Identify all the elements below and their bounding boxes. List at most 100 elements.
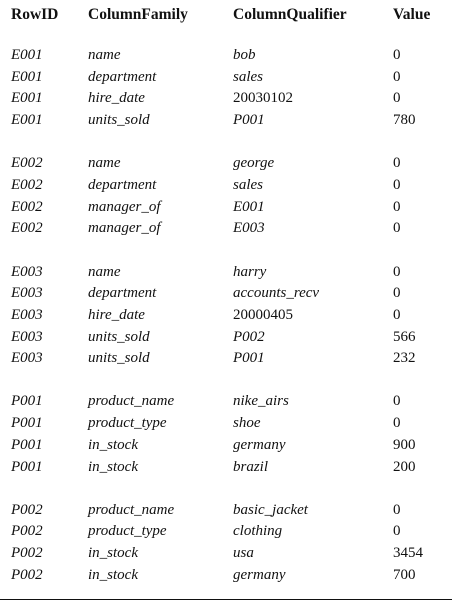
cell-value: 232 — [393, 350, 416, 367]
cell-columnqualifier: basic_jacket — [233, 501, 308, 518]
cell-columnqualifier: accounts_recv — [233, 285, 320, 302]
cell-columnqualifier: clothing — [233, 523, 283, 540]
cell-rowid: E001 — [11, 112, 43, 129]
cell-columnfamily: department — [88, 285, 157, 302]
cell-columnfamily: name — [88, 155, 121, 172]
cell-columnfamily: manager_of — [88, 198, 161, 215]
cell-value: 0 — [393, 90, 401, 107]
cell-value: 0 — [393, 393, 401, 410]
cell-value: 0 — [393, 47, 401, 63]
cell-value: 0 — [393, 176, 401, 193]
cell-rowid: E003 — [11, 306, 43, 323]
cell-value: 700 — [393, 566, 416, 583]
cell-rowid: P001 — [11, 436, 43, 453]
cell-columnfamily: department — [88, 176, 157, 193]
cell-columnqualifier: sales — [233, 68, 263, 85]
cell-rowid: E003 — [11, 285, 43, 302]
table-row: E002 name george 0 — [0, 153, 452, 175]
cell-columnfamily: in_stock — [88, 566, 138, 583]
table-row: E003 name harry 0 — [0, 262, 452, 284]
table-row: P001 product_type shoe 0 — [0, 413, 452, 435]
cell-columnqualifier: germany — [233, 566, 286, 583]
cell-rowid: P001 — [11, 415, 43, 432]
cell-columnfamily: units_sold — [88, 350, 150, 367]
cell-columnqualifier: P001 — [233, 112, 265, 129]
cell-columnfamily: name — [88, 263, 121, 280]
cell-value: 0 — [393, 415, 401, 432]
cell-rowid: E002 — [11, 155, 43, 172]
table-row: E001 department sales 0 — [0, 67, 452, 89]
cell-value: 0 — [393, 198, 401, 215]
cell-rowid: P001 — [11, 458, 43, 475]
cell-rowid: E001 — [11, 90, 43, 107]
header-rowid: RowID — [11, 6, 59, 23]
cell-columnqualifier: germany — [233, 436, 286, 453]
cell-columnfamily: department — [88, 68, 157, 85]
cell-columnfamily: hire_date — [88, 306, 145, 323]
table-header: RowID ColumnFamily ColumnQualifier Value — [0, 6, 452, 26]
table-row: P001 in_stock germany 900 — [0, 435, 452, 457]
cell-columnqualifier: harry — [233, 263, 267, 280]
header-columnqualifier: ColumnQualifier — [233, 6, 347, 23]
cell-value: 0 — [393, 306, 401, 323]
cell-columnqualifier: shoe — [233, 415, 261, 432]
cell-rowid: P002 — [11, 566, 43, 583]
cell-value: 900 — [393, 436, 416, 453]
cell-columnqualifier: 20030102 — [233, 90, 293, 107]
cell-value: 0 — [393, 220, 401, 237]
cell-columnfamily: units_sold — [88, 112, 150, 129]
cell-columnqualifier: george — [233, 155, 275, 172]
header-value: Value — [393, 6, 431, 23]
cell-value: 0 — [393, 263, 401, 280]
cell-rowid: P002 — [11, 501, 43, 518]
cell-rowid: E001 — [11, 47, 43, 63]
cell-value: 780 — [393, 112, 416, 129]
cell-value: 0 — [393, 523, 401, 540]
cell-columnqualifier: P002 — [233, 328, 265, 345]
cell-rowid: E003 — [11, 263, 43, 280]
cell-value: 0 — [393, 68, 401, 85]
cell-columnqualifier: E003 — [233, 220, 265, 237]
cell-rowid: E002 — [11, 198, 43, 215]
cell-rowid: P002 — [11, 523, 43, 540]
cell-columnfamily: in_stock — [88, 436, 138, 453]
table-row: E002 manager_of E003 0 — [0, 218, 452, 240]
cell-columnqualifier: usa — [233, 545, 254, 562]
cell-rowid: E003 — [11, 328, 43, 345]
cell-columnfamily: product_type — [88, 523, 167, 540]
cell-value: 566 — [393, 328, 416, 345]
cell-rowid: E002 — [11, 220, 43, 237]
cell-columnfamily: product_name — [88, 501, 175, 518]
cell-rowid: P002 — [11, 545, 43, 562]
cell-value: 0 — [393, 155, 401, 172]
cell-value: 200 — [393, 458, 416, 475]
cell-rowid: E001 — [11, 68, 43, 85]
cell-rowid: P001 — [11, 393, 43, 410]
cell-columnqualifier: nike_airs — [233, 393, 289, 410]
cell-value: 3454 — [393, 545, 423, 562]
cell-columnqualifier: P001 — [233, 350, 265, 367]
cell-columnfamily: product_type — [88, 415, 167, 432]
bottom-rule — [0, 599, 452, 600]
cell-columnfamily: name — [88, 47, 121, 63]
cell-columnfamily: manager_of — [88, 220, 161, 237]
table-row: E001 units_sold P001 780 — [0, 110, 452, 132]
